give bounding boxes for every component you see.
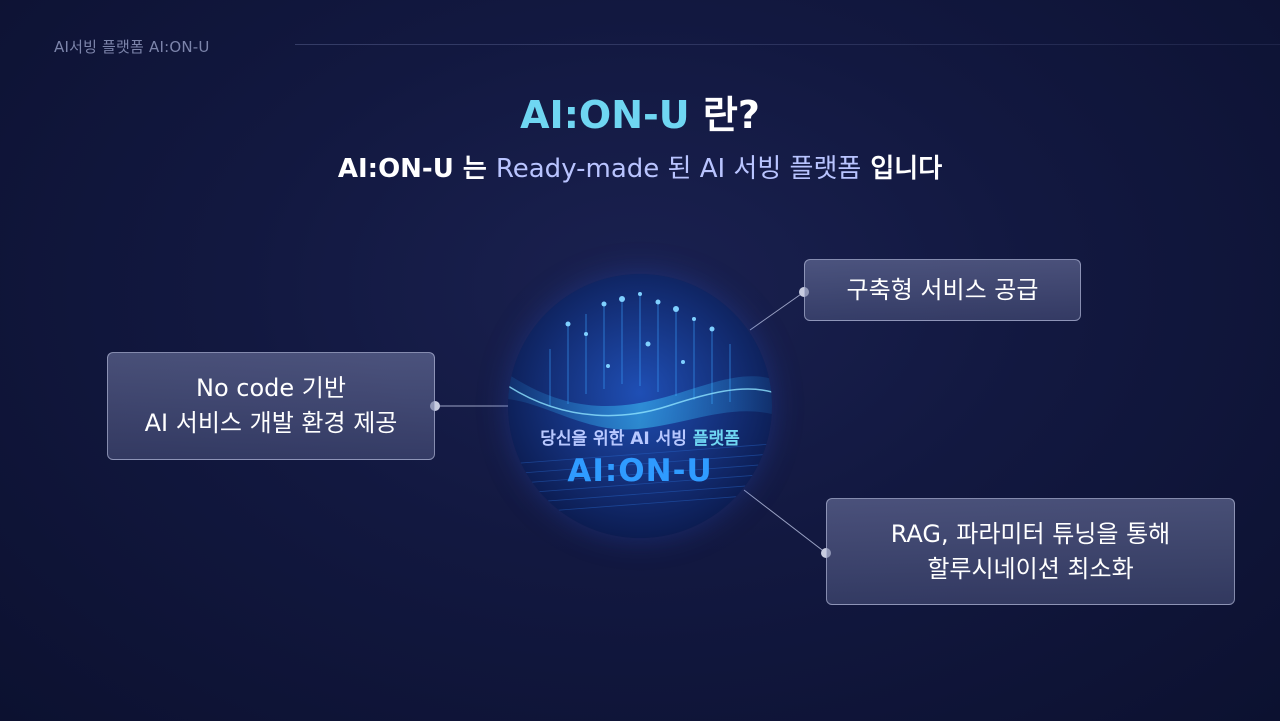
header-label: AI서빙 플랫폼 AI:ON-U bbox=[54, 38, 210, 56]
subtitle-pre: AI:ON-U 는 bbox=[337, 154, 496, 184]
subtitle-post: 입니다 bbox=[861, 154, 943, 184]
connector-bottom bbox=[743, 489, 827, 554]
page-subtitle: AI:ON-U 는 Ready-made 된 AI 서빙 플랫폼 입니다 bbox=[0, 148, 1280, 185]
feature-nocode-line2: AI 서비스 개발 환경 제공 bbox=[144, 409, 398, 437]
feature-onprem-line1: 구축형 서비스 공급 bbox=[846, 275, 1039, 304]
header-divider bbox=[295, 44, 1280, 45]
subtitle-highlight: Ready-made 된 AI 서빙 플랫폼 bbox=[495, 154, 862, 184]
orb-graphic bbox=[508, 274, 772, 538]
feature-rag-line1: RAG, 파라미터 튜닝을 통해 bbox=[890, 519, 1171, 548]
connector-top bbox=[749, 291, 805, 331]
page-title: AI:ON-U 란? bbox=[0, 84, 1280, 139]
platform-orb bbox=[508, 274, 772, 538]
orb-subtitle-accent: 플랫폼 bbox=[692, 429, 740, 449]
feature-rag-line2: 할루시네이션 최소화 bbox=[927, 554, 1134, 583]
orb-brand: AI:ON-U bbox=[567, 453, 713, 489]
feature-nocode-line1: No code 기반 bbox=[196, 374, 346, 403]
feature-box-nocode: No code 기반 AI 서비스 개발 환경 제공 bbox=[107, 352, 435, 460]
orb-subtitle-pre: 당신을 위한 AI 서빙 bbox=[540, 429, 693, 449]
orb-subtitle: 당신을 위한 AI 서빙 플랫폼 bbox=[508, 424, 772, 449]
orb-caption: 당신을 위한 AI 서빙 플랫폼 AI:ON-U bbox=[508, 424, 772, 489]
feature-box-rag: RAG, 파라미터 튜닝을 통해 할루시네이션 최소화 bbox=[826, 498, 1235, 605]
feature-box-onprem: 구축형 서비스 공급 bbox=[804, 259, 1081, 321]
title-rest: 란? bbox=[689, 93, 760, 137]
title-accent: AI:ON-U bbox=[520, 93, 690, 137]
